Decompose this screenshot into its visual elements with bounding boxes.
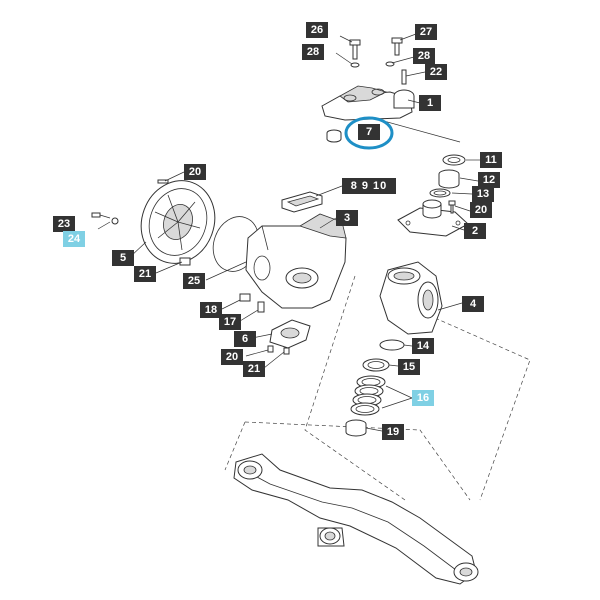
callout-22[interactable]: 22 — [425, 64, 447, 80]
axle-housing-beam — [233, 453, 479, 585]
callout-21-lower[interactable]: 21 — [243, 361, 265, 377]
assembly-dash-axle-top — [244, 421, 471, 501]
seal-11 — [442, 154, 466, 166]
upper-plate-2 — [397, 199, 469, 237]
bush-12 — [438, 169, 460, 189]
callout-27[interactable]: 27 — [415, 24, 437, 40]
selection-ring — [344, 116, 394, 150]
fitting-18-17 — [239, 293, 265, 313]
callout-3[interactable]: 3 — [336, 210, 358, 226]
ring-13 — [429, 188, 451, 198]
callout-20-upper[interactable]: 20 — [470, 202, 492, 218]
leader-lines — [97, 33, 480, 432]
plug-25 — [179, 257, 191, 266]
callout-28-right[interactable]: 28 — [413, 48, 435, 64]
callout-11[interactable]: 11 — [480, 152, 502, 168]
callout-15[interactable]: 15 — [398, 359, 420, 375]
callout-19[interactable]: 19 — [382, 424, 404, 440]
bearing-stack-16 — [350, 375, 386, 416]
callout-26[interactable]: 26 — [306, 22, 328, 38]
callout-5[interactable]: 5 — [112, 250, 134, 266]
callout-25[interactable]: 25 — [183, 273, 205, 289]
callout-13[interactable]: 13 — [472, 186, 494, 202]
cover-plate-8-9-10 — [281, 191, 323, 213]
bolt-23 — [91, 212, 119, 225]
callout-4[interactable]: 4 — [462, 296, 484, 312]
gear-housing-3 — [245, 213, 347, 309]
lower-cover-6 — [269, 319, 311, 349]
callout-17[interactable]: 17 — [219, 314, 241, 330]
stud-22 — [401, 69, 407, 85]
bolt-27 — [385, 37, 403, 67]
hub-cover-5 — [140, 180, 216, 264]
callout-2[interactable]: 2 — [464, 223, 486, 239]
callout-8-9-10[interactable]: 8 9 10 — [342, 178, 396, 194]
bolts-20-21-lower — [267, 345, 290, 355]
callout-14[interactable]: 14 — [412, 338, 434, 354]
assembly-dash-right — [434, 317, 531, 501]
o-ring-14 — [379, 339, 405, 351]
callout-1[interactable]: 1 — [419, 95, 441, 111]
callout-18[interactable]: 18 — [200, 302, 222, 318]
bolt-26 — [349, 39, 361, 68]
callout-21-left[interactable]: 21 — [134, 266, 156, 282]
callout-20-left[interactable]: 20 — [184, 164, 206, 180]
seal-15 — [362, 358, 390, 372]
bushing-7 — [326, 129, 342, 143]
callout-20-lower[interactable]: 20 — [221, 349, 243, 365]
callout-23[interactable]: 23 — [53, 216, 75, 232]
callout-7[interactable]: 7 — [358, 124, 380, 140]
callout-16[interactable]: 16 — [412, 390, 434, 406]
pivot-bracket-part — [321, 85, 415, 121]
bushing-19 — [345, 419, 367, 437]
bolt-20-left — [157, 179, 169, 184]
assembly-dash-axle — [224, 421, 246, 471]
callout-24[interactable]: 24 — [63, 231, 85, 247]
callout-6[interactable]: 6 — [234, 331, 256, 347]
knuckle-housing-4 — [379, 261, 443, 335]
assembly-dash-left — [304, 275, 406, 501]
callout-28-left[interactable]: 28 — [302, 44, 324, 60]
bolt-20-upper — [448, 200, 456, 214]
callout-12[interactable]: 12 — [478, 172, 500, 188]
